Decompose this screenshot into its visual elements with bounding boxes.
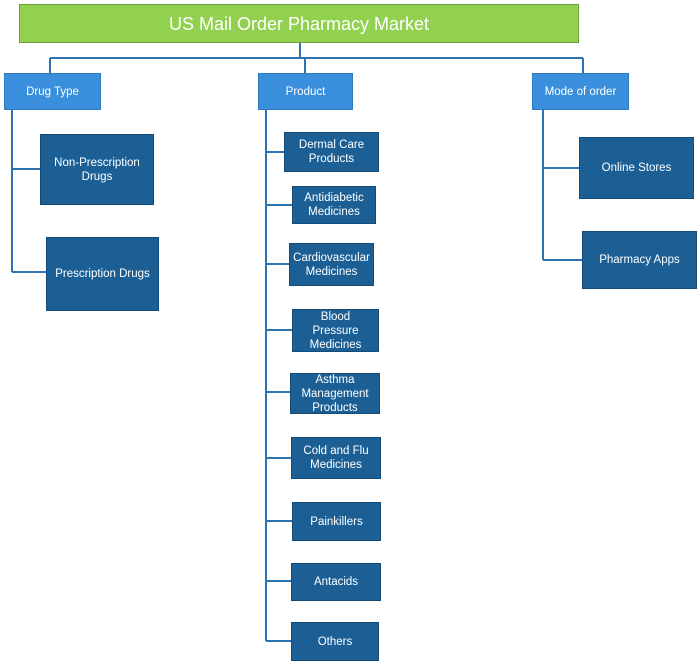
leaf-online-stores: Online Stores bbox=[579, 137, 694, 199]
leaf-non-prescription-drugs: Non-Prescription Drugs bbox=[40, 134, 154, 205]
leaf-antidiabetic-medicines: Antidiabetic Medicines bbox=[292, 186, 376, 224]
category-mode-of-order: Mode of order bbox=[532, 73, 629, 110]
leaf-dermal-care-products: Dermal Care Products bbox=[284, 132, 379, 172]
category-product: Product bbox=[258, 73, 353, 110]
leaf-cardiovascular-medicines: Cardiovascular Medicines bbox=[289, 243, 374, 286]
root-title-box: US Mail Order Pharmacy Market bbox=[19, 4, 579, 43]
leaf-blood-pressure-medicines: Blood Pressure Medicines bbox=[292, 309, 379, 352]
category-drug-type: Drug Type bbox=[4, 73, 101, 110]
leaf-pharmacy-apps: Pharmacy Apps bbox=[582, 231, 697, 289]
leaf-others: Others bbox=[291, 622, 379, 661]
connector-product bbox=[265, 110, 292, 642]
leaf-antacids: Antacids bbox=[291, 563, 381, 601]
connector-root-bus bbox=[49, 43, 584, 73]
connector-drug-type bbox=[11, 110, 46, 273]
leaf-painkillers: Painkillers bbox=[292, 502, 381, 541]
leaf-asthma-management-products: Asthma Management Products bbox=[290, 373, 380, 414]
connector-mode bbox=[542, 110, 582, 261]
leaf-cold-and-flu-medicines: Cold and Flu Medicines bbox=[291, 437, 381, 479]
leaf-prescription-drugs: Prescription Drugs bbox=[46, 237, 159, 311]
